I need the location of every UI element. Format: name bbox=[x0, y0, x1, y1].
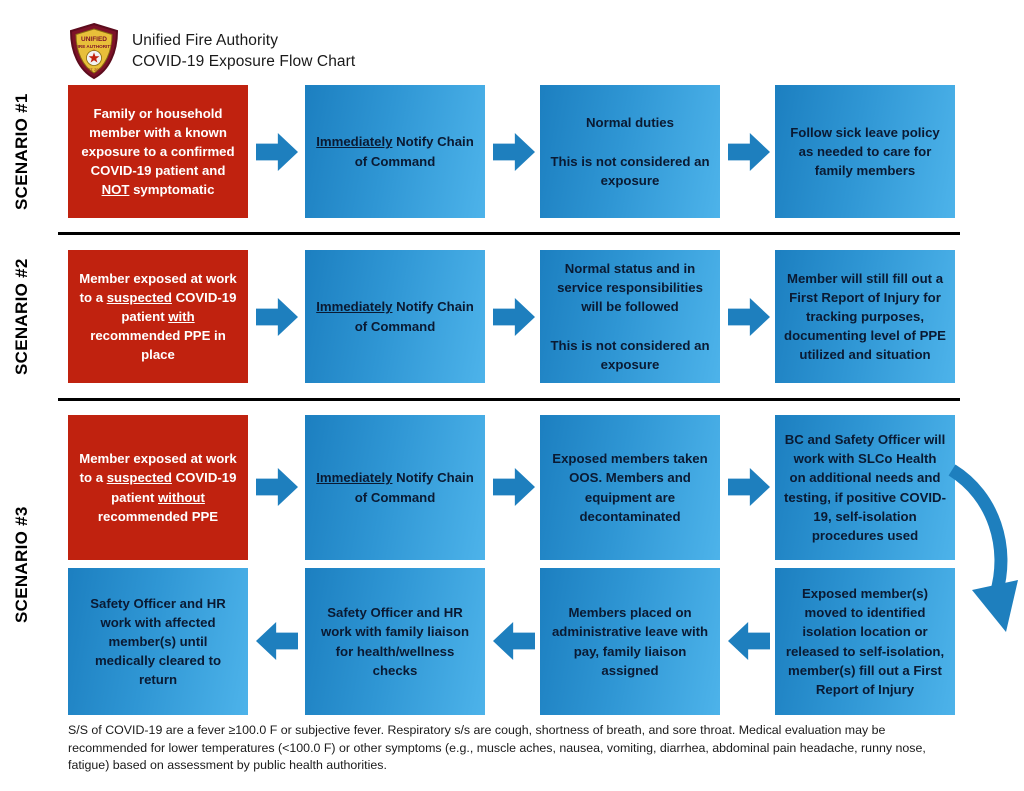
flow-box-s2-step3-line1: Normal status and in service responsibil… bbox=[557, 261, 703, 315]
arrow-right-icon bbox=[493, 133, 535, 171]
flow-box-s2-step3-line2: This is not considered an exposure bbox=[550, 337, 710, 372]
emphasis-without: without bbox=[158, 489, 205, 505]
arrow-right-icon bbox=[256, 298, 298, 336]
flow-box-s3-step1: Member exposed at work to a suspected CO… bbox=[68, 415, 248, 560]
org-name: Unified Fire Authority bbox=[132, 31, 279, 49]
flow-box-s3-step4-text: BC and Safety Officer will work with SLC… bbox=[784, 432, 946, 543]
svg-text:EST. 2004: EST. 2004 bbox=[86, 68, 103, 72]
flow-box-s2-step3-text: Normal status and in service responsibil… bbox=[549, 259, 711, 374]
flow-box-s3-step6: Members placed on administrative leave w… bbox=[540, 568, 720, 715]
flow-box-s3-step8-text: Safety Officer and HR work with affected… bbox=[90, 595, 226, 688]
flow-box-s3-step5: Exposed member(s) moved to identified is… bbox=[775, 568, 955, 715]
flow-box-s3-step2-text: Immediately Notify Chain of Command bbox=[316, 470, 474, 505]
flow-box-s2-step1-text: Member exposed at work to a suspected CO… bbox=[79, 270, 237, 363]
emphasis-immediately: Immediately bbox=[316, 134, 393, 150]
page-title: COVID-19 Exposure Flow Chart bbox=[132, 53, 356, 70]
scenario-label-1: SCENARIO #1 bbox=[12, 93, 31, 210]
flow-box-s3-step3: Exposed members taken OOS. Members and e… bbox=[540, 415, 720, 560]
flow-box-s1-step2: Immediately Notify Chain of Command bbox=[305, 85, 485, 218]
flow-box-s3-step5-text: Exposed member(s) moved to identified is… bbox=[785, 586, 945, 697]
flow-box-s1-step3-line1: Normal duties bbox=[586, 115, 674, 131]
flow-box-s1-step4: Follow sick leave policy as needed to ca… bbox=[775, 85, 955, 218]
emphasis-not: NOT bbox=[101, 182, 130, 198]
arrow-right-icon bbox=[256, 468, 298, 506]
flow-box-s3-step2: Immediately Notify Chain of Command bbox=[305, 415, 485, 560]
arrow-left-icon bbox=[256, 622, 298, 660]
flow-box-s1-step4-text: Follow sick leave policy as needed to ca… bbox=[790, 124, 940, 179]
emphasis-with: with bbox=[168, 308, 195, 324]
emphasis-immediately: Immediately bbox=[316, 299, 393, 315]
arrow-left-icon bbox=[493, 622, 535, 660]
svg-text:FIRE AUTHORITY: FIRE AUTHORITY bbox=[75, 44, 113, 49]
flow-box-s1-step3: Normal duties This is not considered an … bbox=[540, 85, 720, 218]
flow-box-s1-step3-text: Normal duties This is not considered an … bbox=[549, 113, 711, 190]
flow-box-s2-step2-text: Immediately Notify Chain of Command bbox=[316, 299, 474, 334]
scenario-label-2: SCENARIO #2 bbox=[12, 258, 31, 375]
flow-box-s3-step7-text: Safety Officer and HR work with family l… bbox=[320, 605, 470, 678]
flow-box-s2-step4-text: Member will still fill out a First Repor… bbox=[784, 270, 946, 363]
scenario-divider-1 bbox=[58, 232, 960, 235]
flow-box-s3-step8: Safety Officer and HR work with affected… bbox=[68, 568, 248, 715]
arrow-right-icon bbox=[728, 133, 770, 171]
flow-box-s3-step1-text: Member exposed at work to a suspected CO… bbox=[79, 451, 237, 524]
emphasis-suspected: suspected bbox=[106, 289, 172, 305]
scenario-divider-2 bbox=[58, 398, 960, 401]
title-block: Unified Fire Authority COVID-19 Exposure… bbox=[132, 30, 355, 73]
emphasis-suspected: suspected bbox=[106, 470, 172, 486]
flow-box-s1-step2-text: Immediately Notify Chain of Command bbox=[316, 134, 474, 169]
arrow-right-icon bbox=[728, 468, 770, 506]
scenario-label-3: SCENARIO #3 bbox=[12, 506, 31, 624]
flow-box-s2-step2: Immediately Notify Chain of Command bbox=[305, 250, 485, 383]
document-header: UNIFIED FIRE AUTHORITY EST. 2004 Unified… bbox=[68, 22, 355, 80]
emphasis-immediately: Immediately bbox=[316, 470, 393, 486]
svg-text:UNIFIED: UNIFIED bbox=[81, 36, 107, 43]
flow-box-s3-step7: Safety Officer and HR work with family l… bbox=[305, 568, 485, 715]
flow-box-s2-step4: Member will still fill out a First Repor… bbox=[775, 250, 955, 383]
arrow-right-icon bbox=[493, 298, 535, 336]
flow-box-s2-step3: Normal status and in service responsibil… bbox=[540, 250, 720, 383]
fire-authority-shield-icon: UNIFIED FIRE AUTHORITY EST. 2004 bbox=[68, 22, 120, 80]
arrow-right-icon bbox=[256, 133, 298, 171]
flow-box-s2-step1: Member exposed at work to a suspected CO… bbox=[68, 250, 248, 383]
arrow-right-icon bbox=[493, 468, 535, 506]
flow-box-s1-step1-text: Family or household member with a known … bbox=[81, 105, 235, 198]
flow-box-s1-step1: Family or household member with a known … bbox=[68, 85, 248, 218]
flow-box-s1-step3-line2: This is not considered an exposure bbox=[550, 153, 710, 188]
arrow-right-icon bbox=[728, 298, 770, 336]
flow-box-s3-step3-text: Exposed members taken OOS. Members and e… bbox=[552, 451, 708, 524]
flow-box-s3-step6-text: Members placed on administrative leave w… bbox=[551, 605, 709, 678]
flow-box-s3-step4: BC and Safety Officer will work with SLC… bbox=[775, 415, 955, 560]
footnote: S/S of COVID-19 are a fever ≥100.0 F or … bbox=[68, 723, 926, 773]
arrow-left-icon bbox=[728, 622, 770, 660]
